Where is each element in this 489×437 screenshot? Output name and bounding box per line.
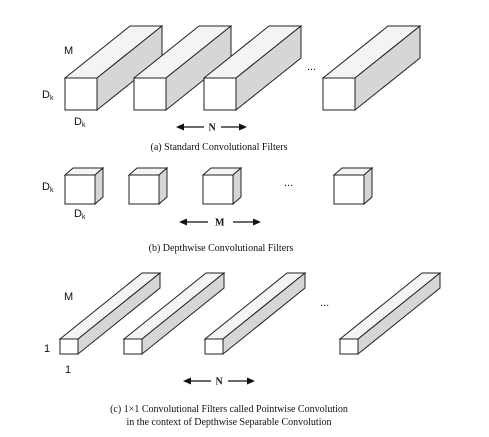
ellipsis-b: ... — [284, 177, 293, 189]
arrow-n-a: N — [176, 123, 247, 134]
arrow-label-m-b: M — [215, 218, 225, 229]
depthwise-filter-4 — [332, 166, 374, 206]
ellipsis-a: ... — [307, 61, 316, 73]
standard-filter-2 — [132, 24, 233, 112]
standard-filter-1 — [63, 24, 164, 112]
standard-filter-4 — [321, 24, 422, 112]
depthwise-filter-2 — [127, 166, 169, 206]
panel-c: M 1 1 ... N (c) 1×1 Convolutional Filter… — [44, 271, 442, 428]
panel-b: Dk Dk ... M (b) Depthwise Convolutional … — [42, 166, 374, 254]
depthwise-filter-3 — [201, 166, 243, 206]
caption-c-line1: (c) 1×1 Convolutional Filters called Poi… — [110, 404, 348, 415]
label-dk-bottom-a: Dk — [74, 116, 86, 129]
label-one-bottom-c: 1 — [65, 364, 71, 376]
pointwise-filter-4 — [338, 271, 442, 356]
pointwise-filter-2 — [122, 271, 226, 356]
arrow-n-c: N — [183, 377, 255, 388]
arrow-m-b: M — [179, 218, 261, 229]
label-one-left-c: 1 — [44, 343, 50, 355]
label-m-c: M — [64, 291, 73, 303]
label-dk-left-b: Dk — [42, 181, 54, 194]
caption-b: (b) Depthwise Convolutional Filters — [149, 243, 294, 254]
ellipsis-c: ... — [320, 297, 329, 309]
arrow-label-n-a: N — [209, 123, 217, 134]
label-dk-bottom-b: Dk — [74, 208, 86, 221]
label-m-a: M — [64, 45, 73, 57]
label-dk-left-a: Dk — [42, 89, 54, 102]
caption-a: (a) Standard Convolutional Filters — [151, 142, 288, 153]
caption-c-line2: in the context of Depthwise Separable Co… — [127, 417, 332, 428]
depthwise-filter-1 — [63, 166, 105, 206]
pointwise-filter-1 — [58, 271, 162, 356]
standard-filter-3 — [202, 24, 303, 112]
arrow-label-n-c: N — [216, 377, 224, 388]
pointwise-filter-3 — [203, 271, 307, 356]
panel-a: M Dk Dk ... N (a) Standard Convolutional… — [42, 24, 422, 153]
